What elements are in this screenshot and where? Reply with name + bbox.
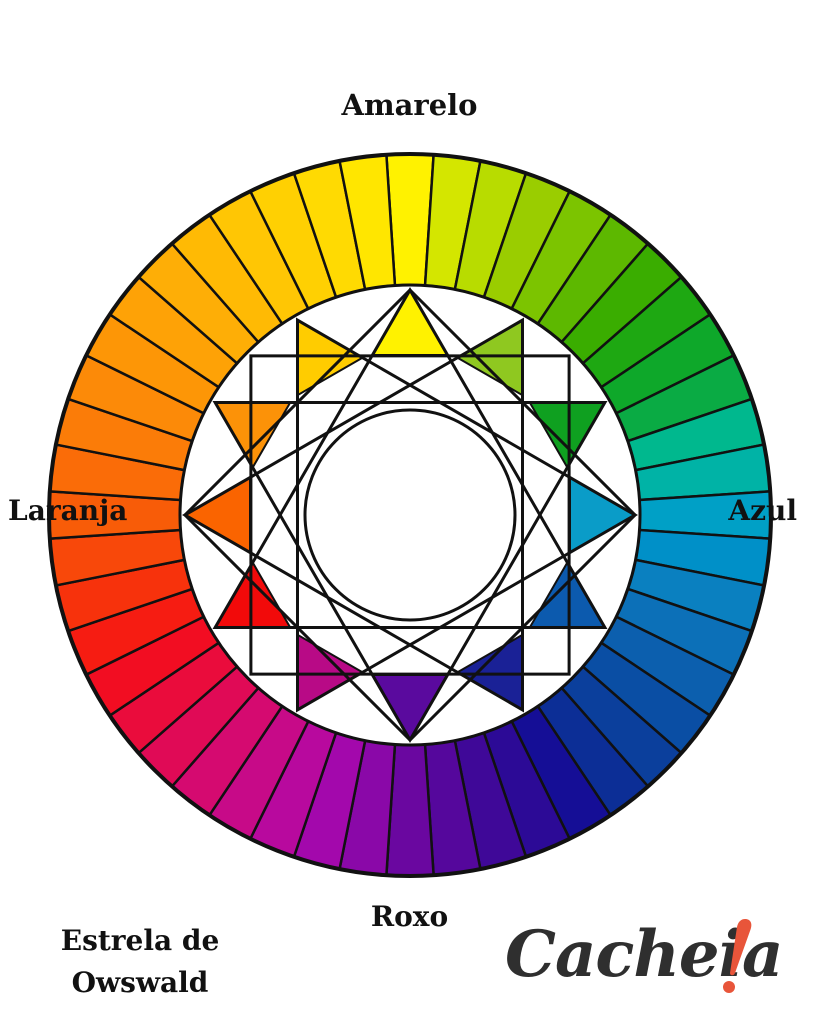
cacheia-logo: Cacheia [505,915,783,1005]
star-lines [181,286,639,744]
caption-line-1: Estrela de [60,924,220,957]
caption-line-2: Owswald [71,966,209,999]
exclamation-icon [723,919,752,993]
label-laranja: Laranja [8,494,128,527]
label-amarelo: Amarelo [341,88,478,122]
label-azul: Azul [728,494,797,527]
star-triangle-2 [212,401,608,744]
caption: Estrela de Owswald [50,920,230,1004]
star-center [303,408,517,622]
star-triangle-3 [181,317,524,713]
star-triangle-1 [212,286,608,629]
star-triangle-4 [296,317,639,713]
outer-ring-border [47,152,773,878]
label-roxo: Roxo [370,900,449,933]
